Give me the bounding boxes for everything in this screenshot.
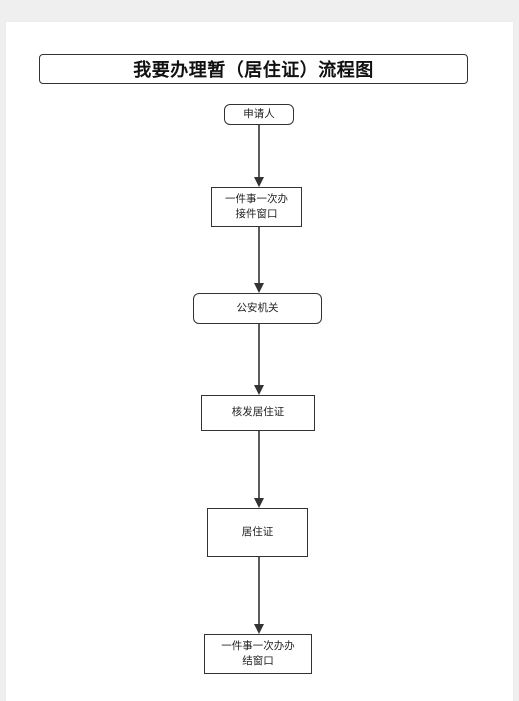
diagram-title: 我要办理暂（居住证）流程图: [39, 54, 468, 84]
node-police-authority: 公安机关: [193, 293, 322, 324]
node-residence-permit: 居住证: [207, 508, 308, 557]
node-applicant: 申请人: [224, 104, 294, 125]
node-one-stop-close: 一件事一次办办 结窗口: [204, 634, 312, 674]
node-one-stop-intake: 一件事一次办 接件窗口: [211, 187, 302, 227]
node-issue-permit: 核发居住证: [201, 395, 315, 431]
